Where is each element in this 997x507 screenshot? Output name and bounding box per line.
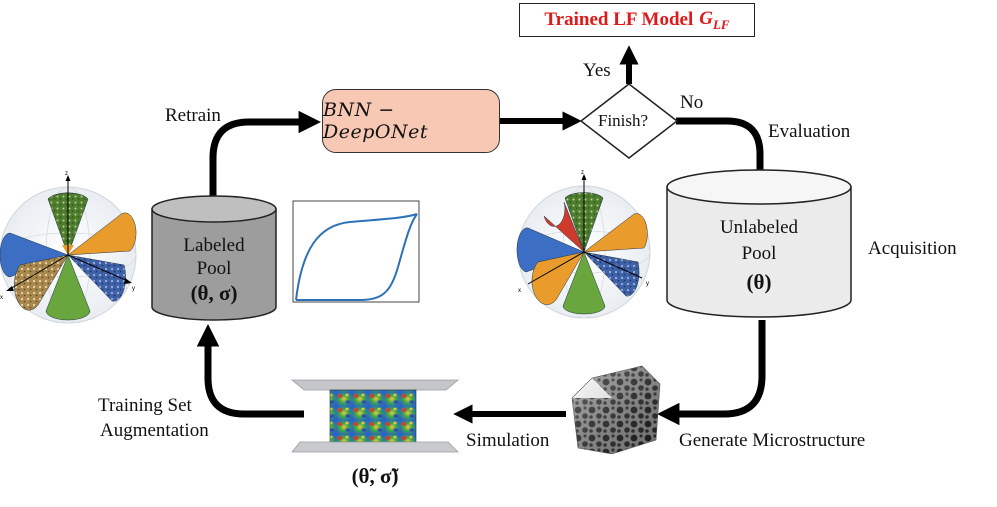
compression-sample-icon xyxy=(290,379,460,453)
labeled-pool-line2: Pool xyxy=(196,258,232,279)
acquisition-label: Acquisition xyxy=(868,238,957,259)
model-symbol: GLF xyxy=(699,8,729,33)
unlabeled-pool-line1: Unlabeled xyxy=(719,217,799,238)
labeled-pool-params: (θ, σ) xyxy=(190,281,238,305)
training-set-label: Training Set xyxy=(98,395,192,416)
simulation-label: Simulation xyxy=(466,430,550,451)
svg-text:y: y xyxy=(646,281,649,287)
svg-text:y: y xyxy=(132,286,135,292)
finish-decision-diamond xyxy=(579,83,679,159)
trained-lf-model-box: Trained LF Model GLF xyxy=(519,3,755,37)
no-label: No xyxy=(680,92,704,113)
bnn-deeponet-label: BNN − DeepONet xyxy=(323,99,428,143)
cone-sphere-icon-right: z x y xyxy=(516,170,651,319)
svg-text:x: x xyxy=(518,288,521,294)
retrain-arrow xyxy=(209,110,321,205)
labeled-pool-cylinder xyxy=(151,195,277,321)
unlabeled-pool-params: (θ) xyxy=(746,270,772,294)
generate-microstructure-label: Generate Microstructure xyxy=(679,430,866,451)
no-arrow xyxy=(676,117,772,195)
finish-label: Finish? xyxy=(598,111,649,130)
generate-arrow xyxy=(657,320,766,426)
cone-sphere-icon-left: z x y xyxy=(0,171,137,324)
svg-text:z: z xyxy=(65,171,68,177)
stress-strain-curve-icon xyxy=(292,200,420,303)
bnn-deeponet-box: BNN − DeepONet xyxy=(322,89,500,153)
unlabeled-pool-cylinder xyxy=(666,169,852,318)
simulated-params-label: (θ̃, σ̃) xyxy=(351,464,399,488)
retrain-label: Retrain xyxy=(165,105,221,126)
svg-text:z: z xyxy=(581,170,584,176)
labeled-pool-line1: Labeled xyxy=(183,235,245,256)
microstructure-cube-icon xyxy=(571,365,661,455)
augmentation-arrow xyxy=(196,324,304,418)
model-symbol-subscript: LF xyxy=(712,16,730,32)
yes-label: Yes xyxy=(583,60,611,81)
svg-text:x: x xyxy=(0,295,3,301)
augmentation-label: Augmentation xyxy=(100,420,209,441)
trained-lf-model-label: Trained LF Model xyxy=(544,9,694,30)
unlabeled-pool-line2: Pool xyxy=(741,243,777,264)
evaluation-label: Evaluation xyxy=(768,121,851,142)
model-symbol-letter: G xyxy=(699,7,713,29)
